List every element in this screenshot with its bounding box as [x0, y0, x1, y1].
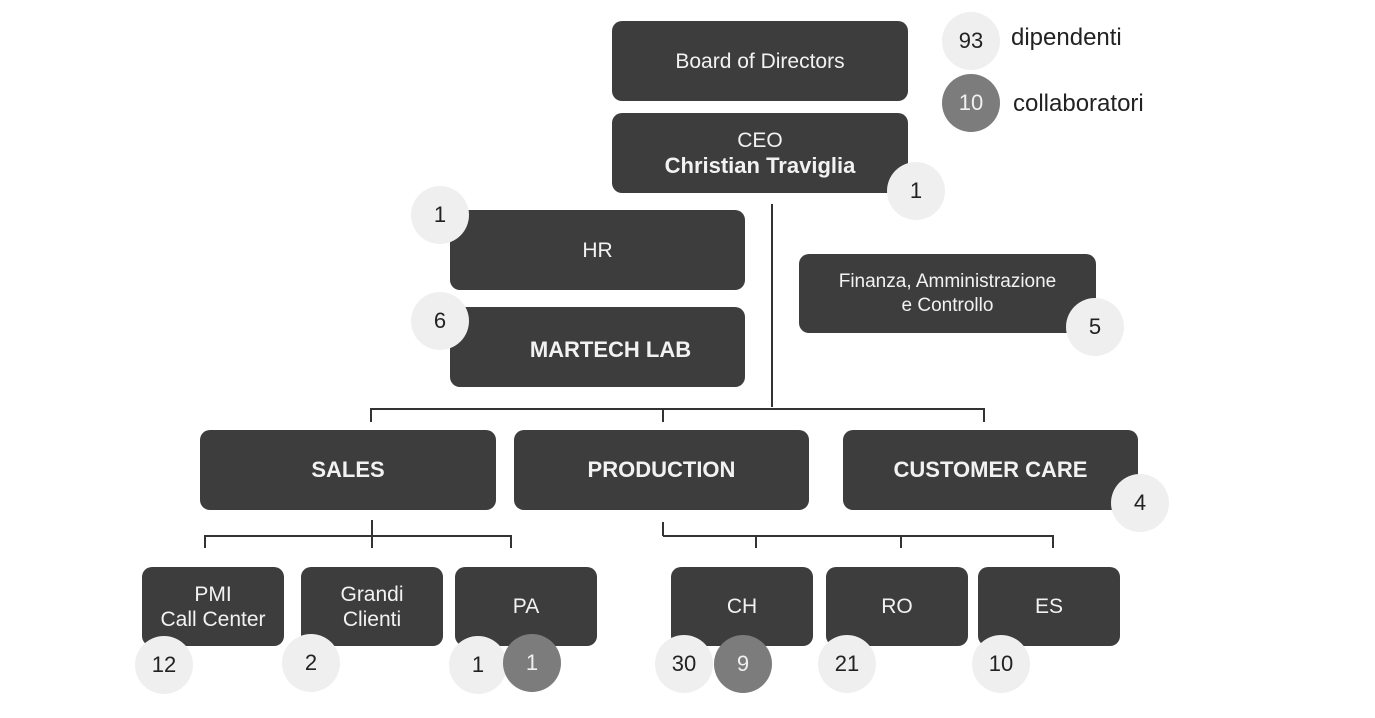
sales-bracket	[204, 535, 512, 548]
division-bracket	[370, 408, 985, 422]
ceo-name: Christian Traviglia	[664, 152, 856, 178]
sales-unit-pmi-employee-badge: 12	[135, 636, 193, 694]
legend-employee-label: dipendenti	[1011, 24, 1122, 51]
production-unit-es-line1: ES	[1034, 595, 1063, 618]
production-unit-ch-line1: CH	[726, 595, 758, 618]
sales-unit-pmi-line1: PMI	[194, 582, 232, 606]
sales-unit-grandi-line1: Grandi	[340, 582, 404, 606]
legend-employee-badge: 93	[942, 12, 1000, 70]
ceo-role: CEO	[737, 128, 783, 152]
legend-collaborator-badge: 10	[942, 74, 1000, 132]
martech-lab-box: MARTECH LAB	[450, 307, 745, 387]
sales-box: SALES	[200, 430, 496, 510]
production-label: PRODUCTION	[587, 457, 736, 482]
martech-label: MARTECH LAB	[529, 337, 692, 362]
customer-care-label: CUSTOMER CARE	[893, 457, 1088, 482]
production-unit-ch-employee-badge: 30	[655, 635, 713, 693]
sales-unit-pmi-line2: Call Center	[160, 607, 266, 631]
finance-line2: e Controllo	[901, 294, 994, 316]
sales-unit-pa-collaborator-badge: 1	[503, 634, 561, 692]
sales-unit-grandi-box: Grandi Clienti	[301, 567, 443, 646]
customer-care-employee-badge: 4	[1111, 474, 1169, 532]
sales-unit-grandi-line2: Clienti	[342, 607, 402, 631]
hr-box: HR	[450, 210, 745, 290]
production-unit-ch-box: CH	[671, 567, 813, 646]
ceo-box: CEO Christian Traviglia	[612, 113, 908, 193]
customer-care-box: CUSTOMER CARE	[843, 430, 1138, 510]
production-box: PRODUCTION	[514, 430, 809, 510]
sales-unit-pa-employee-badge: 1	[449, 636, 507, 694]
production-unit-ro-employee-badge: 21	[818, 635, 876, 693]
hr-employee-badge: 1	[411, 186, 469, 244]
sales-unit-pmi-box: PMI Call Center	[142, 567, 284, 646]
production-unit-ch-collaborator-badge: 9	[714, 635, 772, 693]
finance-box: Finanza, Amministrazione e Controllo	[799, 254, 1096, 333]
ceo-employee-badge: 1	[887, 162, 945, 220]
production-unit-ro-box: RO	[826, 567, 968, 646]
martech-employee-badge: 6	[411, 292, 469, 350]
sales-unit-pa-box: PA	[455, 567, 597, 646]
sales-label: SALES	[311, 457, 385, 482]
finance-line1: Finanza, Amministrazione	[838, 270, 1057, 292]
board-label: Board of Directors	[675, 49, 845, 73]
board-of-directors-box: Board of Directors	[612, 21, 908, 101]
sales-unit-pa-line1: PA	[512, 595, 540, 618]
production-bracket	[663, 535, 1054, 548]
production-unit-es-employee-badge: 10	[972, 635, 1030, 693]
finance-employee-badge: 5	[1066, 298, 1124, 356]
legend-collaborator-label: collaboratori	[1013, 90, 1144, 117]
production-unit-es-box: ES	[978, 567, 1120, 646]
sales-unit-grandi-employee-badge: 2	[282, 634, 340, 692]
hr-label: HR	[582, 238, 613, 262]
production-unit-ro-line1: RO	[881, 595, 913, 618]
